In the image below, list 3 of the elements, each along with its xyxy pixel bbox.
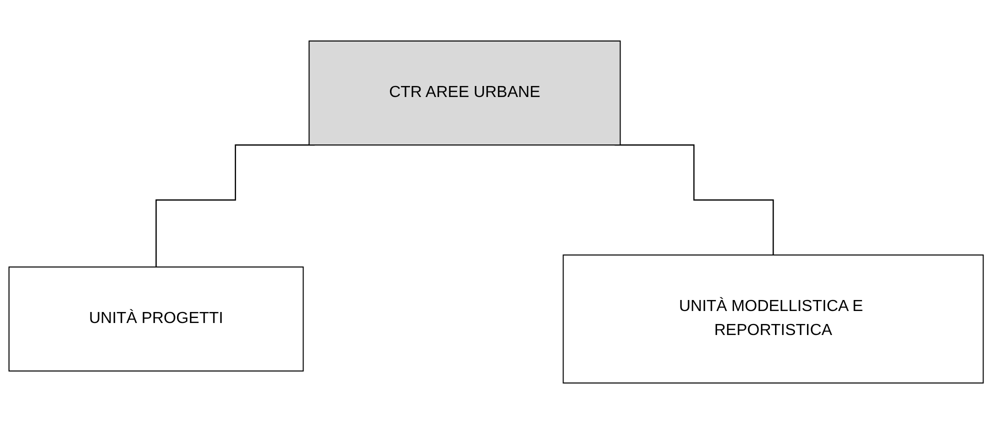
node-box: CTR AREE URBANE xyxy=(308,40,622,145)
node-box: UNITÀ MODELLISTICA E REPORTISTICA xyxy=(563,254,984,383)
node-box: UNITÀ PROGETTI xyxy=(8,266,304,371)
